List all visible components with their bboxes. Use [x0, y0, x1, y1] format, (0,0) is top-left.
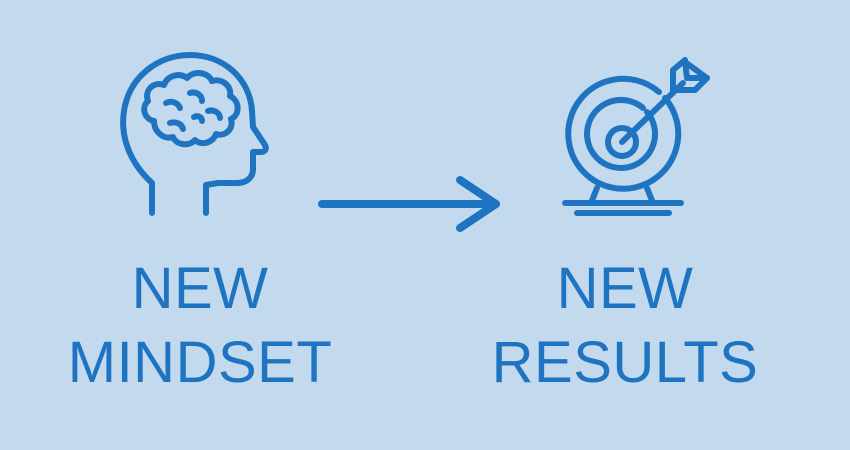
head-brain-icon [110, 45, 270, 220]
arrow-right-icon [318, 174, 504, 234]
results-label-line1: NEW [556, 256, 694, 321]
results-label-line2: RESULTS [491, 330, 759, 395]
mindset-label: NEW MINDSET [40, 252, 360, 400]
mindset-label-line2: MINDSET [67, 330, 333, 395]
results-label: NEW RESULTS [455, 252, 795, 400]
target-arrow-icon [555, 48, 725, 218]
mindset-label-line1: NEW [131, 256, 269, 321]
